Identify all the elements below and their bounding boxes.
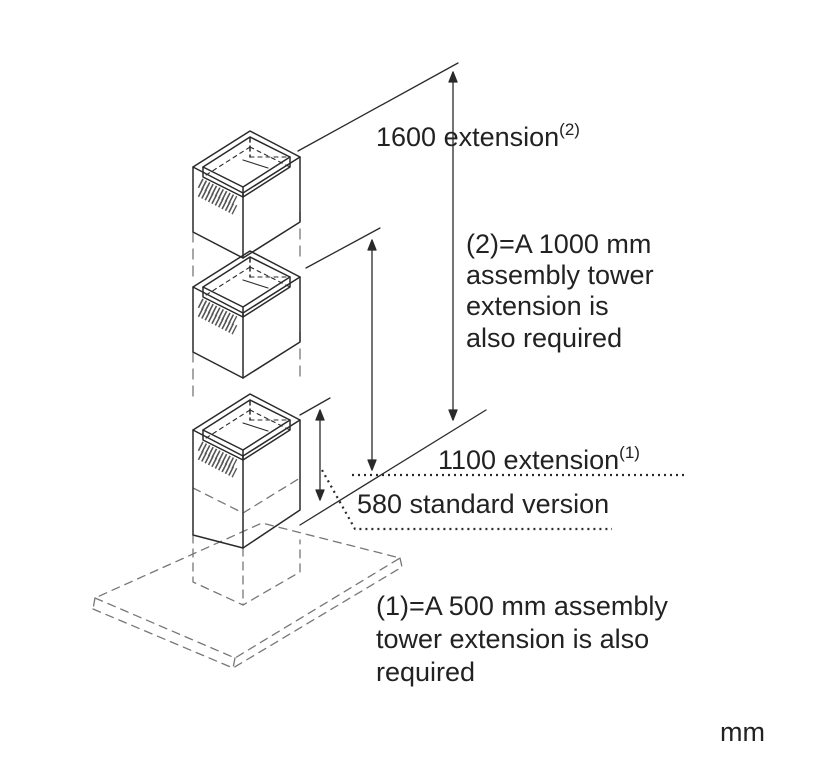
extension-lines	[297, 62, 487, 526]
note-1-line-1: (1)=A 500 mm assembly	[376, 591, 668, 621]
tower-module-bottom	[192, 393, 301, 549]
dimension-1100-arrow	[367, 239, 377, 471]
tower-module-top	[192, 130, 301, 259]
label-580-standard-version: 580 standard version	[357, 489, 610, 519]
note-1-line-2: tower extension is also	[376, 624, 650, 654]
label-1600-extension: 1600 extension(2)	[376, 120, 580, 152]
unit-label: mm	[720, 717, 765, 747]
label-1100-extension: 1100 extension(1)	[438, 443, 640, 475]
note-2-line-4: also required	[466, 323, 623, 353]
dimension-580-arrow	[315, 409, 325, 501]
base-plate	[92, 522, 403, 669]
note-1-line-3: required	[376, 657, 476, 687]
reference-lines	[321, 469, 686, 531]
note-2-line-2: assembly tower	[466, 260, 654, 290]
hidden-edges	[192, 477, 301, 606]
note-2-line-3: extension is	[466, 291, 609, 321]
dimension-arrows	[315, 71, 458, 501]
dimension-1600-arrow	[448, 71, 458, 421]
tower-module-middle	[192, 250, 301, 379]
note-2-line-1: (2)=A 1000 mm	[466, 229, 652, 259]
